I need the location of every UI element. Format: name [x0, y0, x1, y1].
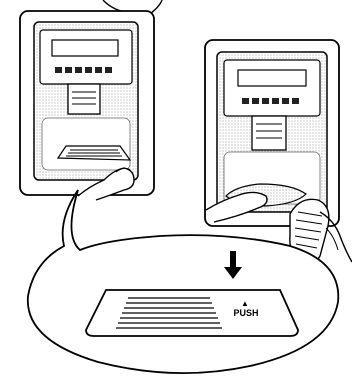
push-arrow-glyph: ▲ — [241, 299, 249, 308]
left-drip-tray — [58, 146, 130, 160]
drip-tray-detail — [86, 290, 298, 336]
left-dispenser — [20, 11, 154, 200]
right-dispenser — [205, 40, 352, 265]
left-dispenser-opening — [42, 118, 130, 170]
left-control-panel — [40, 30, 132, 84]
left-display-window — [52, 40, 118, 56]
left-dispenser-paddle — [68, 84, 100, 114]
right-control-panel — [224, 60, 320, 116]
right-dispenser-paddle — [252, 116, 286, 150]
right-display-window — [238, 70, 306, 86]
push-label: PUSH — [233, 308, 258, 318]
